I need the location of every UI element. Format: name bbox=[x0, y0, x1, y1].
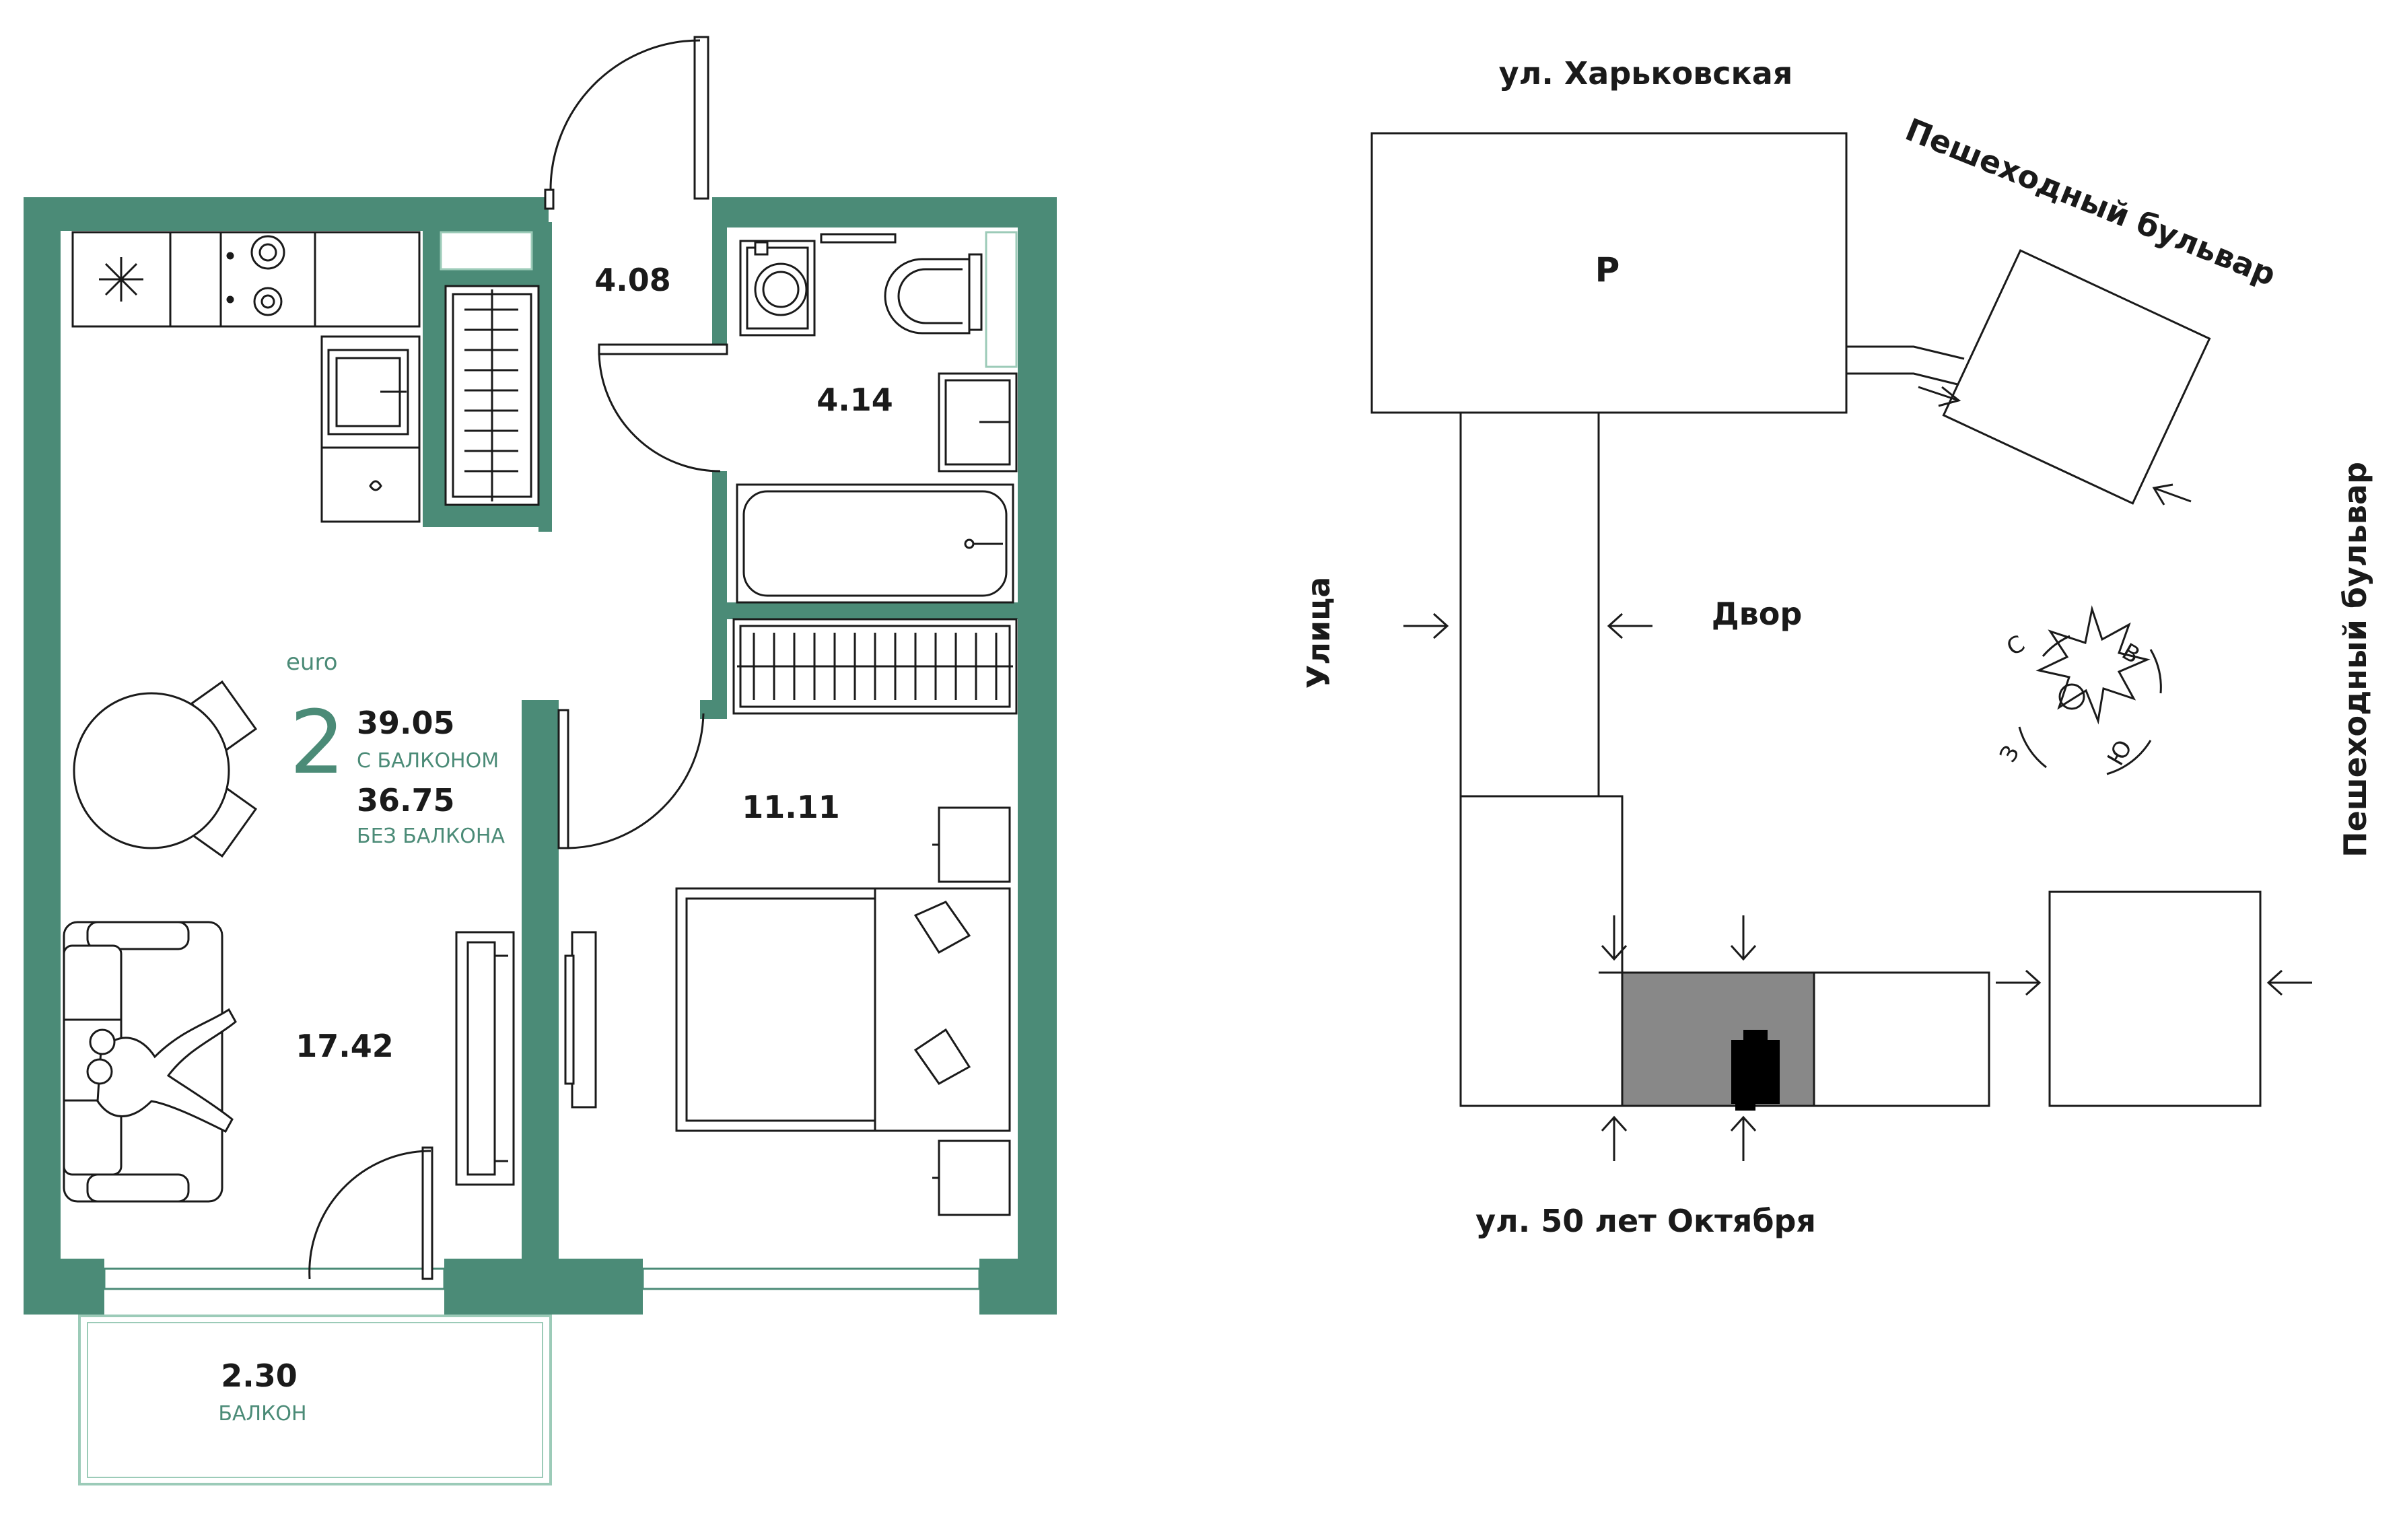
compass-north: С bbox=[2003, 630, 2030, 662]
bed-icon bbox=[675, 887, 1011, 1132]
compass-east: В bbox=[2118, 638, 2145, 669]
dining-table-icon bbox=[73, 680, 258, 858]
entrance-marker bbox=[1731, 1040, 1780, 1104]
street-left: Улица bbox=[1300, 577, 1337, 689]
parking-building bbox=[1370, 132, 1848, 414]
balcony-caption: БАЛКОН bbox=[218, 1402, 306, 1426]
sink-icon bbox=[322, 349, 419, 491]
apartment-summary: euro 2 39.05 С БАЛКОНОМ 36.75 БЕЗ БАЛКОН… bbox=[286, 649, 505, 848]
washing-machine-icon bbox=[739, 240, 816, 337]
windows bbox=[103, 231, 981, 1290]
street-top: ул. Харьковская bbox=[1499, 55, 1793, 92]
area-bathroom: 4.14 bbox=[816, 382, 893, 418]
bathroom-door bbox=[598, 343, 728, 473]
area-hall: 4.08 bbox=[594, 262, 671, 298]
compass-south: Ю bbox=[2102, 736, 2138, 771]
stove-icon bbox=[226, 235, 285, 316]
sofa-icon bbox=[63, 921, 237, 1203]
boulevard-building bbox=[1942, 249, 2211, 505]
building-section-highlight bbox=[1621, 971, 1815, 1107]
building-wing-south bbox=[1459, 795, 1624, 1107]
compass-west: З bbox=[1994, 741, 2025, 767]
without-balcony-label: БЕЗ БАЛКОНА bbox=[357, 825, 505, 848]
apartment-type-label: euro bbox=[286, 649, 338, 676]
towel-rail bbox=[820, 231, 1018, 368]
building-east bbox=[2048, 890, 2262, 1107]
street-bottom: ул. 50 лет Октября bbox=[1475, 1203, 1816, 1239]
rooms-count: 2 bbox=[289, 691, 345, 794]
entrance-door bbox=[544, 36, 709, 210]
street-diagonal: Пешеходный бульвар bbox=[1900, 111, 2280, 293]
parking-label: P bbox=[1595, 250, 1620, 289]
nightstand-icon bbox=[932, 806, 1011, 1216]
site-plan: С В Ю З ул. Харьковская ул. 50 лет Октяб… bbox=[1300, 55, 2373, 1239]
tv-stand-icon bbox=[455, 931, 515, 1186]
area-balcony: 2.30 bbox=[221, 1358, 298, 1394]
kitchen-counter bbox=[71, 231, 421, 523]
radiator-icon bbox=[444, 285, 540, 506]
apartment-floor-plan: 4.08 4.14 11.11 17.42 2.30 БАЛКОН euro 2… bbox=[24, 36, 1057, 1485]
entry-arrows bbox=[1403, 386, 2312, 1161]
walkway bbox=[1846, 345, 1965, 386]
radiator-icon bbox=[732, 618, 1018, 715]
area-without-balcony: 36.75 bbox=[357, 782, 455, 818]
with-balcony-label: С БАЛКОНОМ bbox=[357, 749, 499, 773]
bedroom-door bbox=[557, 709, 705, 849]
balcony-door bbox=[308, 1146, 433, 1280]
bathtub-icon bbox=[736, 483, 1014, 604]
washbasin-icon bbox=[938, 372, 1018, 473]
area-bedroom: 11.11 bbox=[742, 789, 840, 825]
fridge-icon bbox=[99, 257, 143, 302]
area-living-kitchen: 17.42 bbox=[295, 1028, 394, 1064]
area-with-balcony: 39.05 bbox=[357, 705, 455, 741]
courtyard-label: Двор bbox=[1712, 596, 1803, 632]
building-wing-west bbox=[1459, 411, 1600, 798]
toilet-icon bbox=[884, 253, 983, 335]
tv-stand-icon bbox=[564, 931, 597, 1109]
compass-icon bbox=[2018, 605, 2162, 775]
balcony bbox=[78, 1315, 552, 1485]
street-right: Пешеходный бульвар bbox=[2337, 462, 2373, 858]
